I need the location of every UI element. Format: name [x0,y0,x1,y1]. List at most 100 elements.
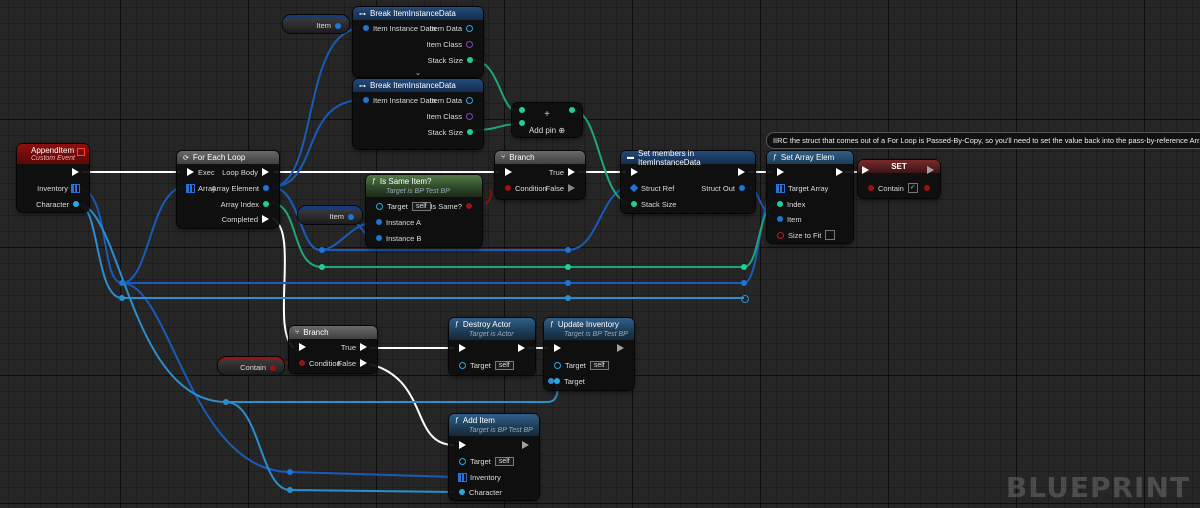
exec-out-pin-icon[interactable] [568,184,575,192]
exec-out-pin-icon[interactable] [360,359,367,367]
int-pin-icon[interactable] [263,201,269,207]
contain-checkbox[interactable]: ✓ [907,183,918,193]
exec-in-pin-icon[interactable] [459,344,466,352]
exec-out-pin-icon[interactable] [262,168,269,176]
exec-out-pin-icon[interactable] [617,344,624,352]
object-pin-icon[interactable] [466,96,473,104]
reroute-dot[interactable] [741,295,749,303]
bool-pin-icon[interactable] [270,364,276,371]
reroute-dot[interactable] [119,280,125,286]
object-pin-icon[interactable] [466,24,473,32]
struct-ref-pin-icon[interactable] [629,183,639,193]
object-pin-icon[interactable] [554,378,560,384]
item-variable-mid[interactable]: Item [298,206,362,224]
int-pin-icon[interactable] [569,107,575,113]
exec-in-pin-icon[interactable] [631,168,638,176]
object-pin-icon[interactable] [554,361,561,369]
reroute-dot[interactable] [319,247,325,253]
struct-pin-icon[interactable] [376,235,382,241]
exec-out-pin-icon[interactable] [522,441,529,449]
for-each-loop-node[interactable]: ⟳For Each Loop Exec Array Loop Body Arra… [177,151,279,228]
reroute-dot[interactable] [119,295,125,301]
add-math-node[interactable]: + Add pin ⊕ [512,103,582,137]
self-default-field[interactable]: self [411,201,431,211]
exec-out-pin-icon[interactable] [836,168,843,176]
exec-in-pin-icon[interactable] [187,168,194,176]
exec-out-pin-icon[interactable] [927,166,934,174]
int-pin-icon[interactable] [631,201,637,207]
bool-pin-icon[interactable] [299,360,305,366]
item-variable-top[interactable]: Item [283,15,349,33]
reroute-dot[interactable] [548,378,554,384]
struct-pin-icon[interactable] [348,213,354,220]
object-pin-icon[interactable] [376,202,383,210]
reroute-dot[interactable] [565,264,571,270]
exec-in-pin-icon[interactable] [862,166,869,174]
set-contain-node[interactable]: SET Contain✓ [858,160,940,198]
contain-variable[interactable]: Contain [218,357,284,375]
exec-in-pin-icon[interactable] [459,441,466,449]
event-delegate-icon[interactable] [77,148,85,156]
reroute-dot[interactable] [741,280,747,286]
reroute-dot[interactable] [223,399,229,405]
exec-in-pin-icon[interactable] [299,343,306,351]
struct-pin-icon[interactable] [335,22,341,29]
int-pin-icon[interactable] [777,201,783,207]
append-item-event-node[interactable]: AppendItem Custom Event Inventory Charac… [17,144,89,212]
bool-pin-icon[interactable] [505,185,511,191]
bool-pin-icon[interactable] [868,185,874,191]
break-item-instance-data-node-2[interactable]: ⊶Break ItemInstanceData Item Instance Da… [353,79,483,149]
branch-node-1[interactable]: ⑂Branch Condition True False [495,151,585,199]
bool-pin-icon[interactable] [924,185,930,191]
exec-out-pin-icon[interactable] [568,168,575,176]
object-pin-icon[interactable] [73,201,79,207]
reroute-dot[interactable] [565,247,571,253]
struct-pin-icon[interactable] [263,185,269,191]
chevron-down-icon[interactable]: ⌄ [414,68,422,77]
struct-pin-icon[interactable] [376,219,382,225]
exec-in-pin-icon[interactable] [554,344,561,352]
array-pin-icon[interactable] [71,183,80,193]
bool-pin-icon[interactable] [777,231,784,239]
array-pin-icon[interactable] [776,183,785,193]
self-default-field[interactable]: self [494,456,514,466]
reroute-dot[interactable] [565,280,571,286]
branch-node-2[interactable]: ⑂Branch Condition True False [289,326,377,373]
object-pin-icon[interactable] [459,489,465,495]
int-pin-icon[interactable] [519,120,525,126]
object-pin-icon[interactable] [459,457,466,465]
set-members-node[interactable]: ▬Set members in ItemInstanceData Struct … [621,149,755,213]
exec-out-pin-icon[interactable] [262,215,269,223]
exec-out-pin-icon[interactable] [360,343,367,351]
reroute-dot[interactable] [319,264,325,270]
self-default-field[interactable]: self [494,360,514,370]
reroute-dot[interactable] [565,295,571,301]
reroute-dot[interactable] [287,487,293,493]
int-pin-icon[interactable] [519,107,525,113]
exec-out-pin-icon[interactable] [72,168,79,176]
object-pin-icon[interactable] [459,361,466,369]
self-default-field[interactable]: self [589,360,609,370]
class-pin-icon[interactable] [466,112,473,120]
int-pin-icon[interactable] [467,129,473,135]
exec-in-pin-icon[interactable] [505,168,512,176]
size-to-fit-checkbox[interactable] [825,230,836,240]
reroute-dot[interactable] [287,469,293,475]
array-pin-icon[interactable] [186,183,195,193]
exec-out-pin-icon[interactable] [518,344,525,352]
reroute-dot[interactable] [741,264,747,270]
break-item-instance-data-node-1[interactable]: ⊶Break ItemInstanceData Item Instance Da… [353,7,483,77]
struct-pin-icon[interactable] [739,185,745,191]
int-pin-icon[interactable] [467,57,473,63]
comment-bubble[interactable]: IIRC the struct that comes out of a For … [766,132,1200,149]
struct-pin-icon[interactable] [363,25,369,31]
add-pin-button[interactable]: Add pin ⊕ [512,126,582,135]
class-pin-icon[interactable] [466,40,473,48]
struct-pin-icon[interactable] [363,97,369,103]
exec-out-pin-icon[interactable] [738,168,745,176]
